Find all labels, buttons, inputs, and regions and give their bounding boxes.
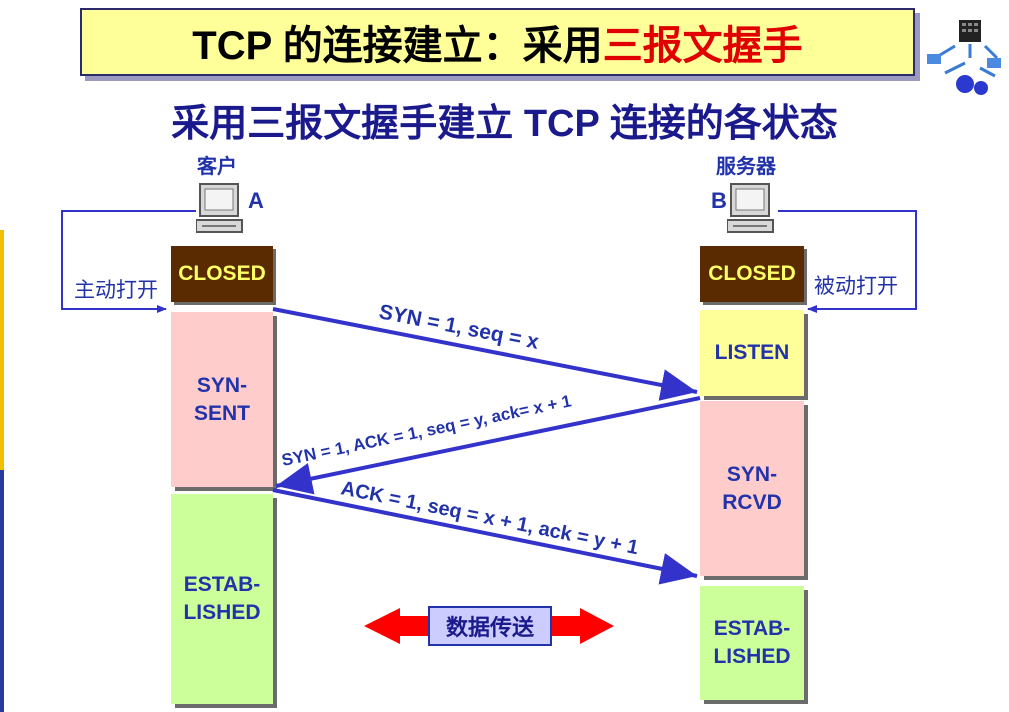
left-accent-bar-lower (0, 470, 4, 712)
network-icon (927, 20, 1001, 95)
ack-arrow (272, 488, 698, 585)
server-state-syn-rcvd: SYN- RCVD (700, 401, 804, 576)
server-host-label: B (711, 188, 727, 213)
server-action-label: 被动打开 (814, 275, 898, 298)
client-state-established: ESTAB- LISHED (171, 494, 273, 704)
syn-arrow (272, 307, 698, 401)
page-title: TCP 的连接建立：采用三报文握手 (80, 8, 915, 76)
server-state-closed: CLOSED (700, 246, 804, 302)
subtitle: 采用三报文握手建立 TCP 连接的各状态 (171, 103, 838, 145)
syn-ack-arrow (275, 396, 701, 495)
server-state-listen: LISTEN (700, 310, 804, 396)
server-role-label: 服务器 (716, 156, 776, 178)
server-computer-icon (727, 183, 774, 233)
client-open-loop (61, 210, 196, 313)
client-state-closed: CLOSED (171, 246, 273, 302)
server-state-established: ESTAB- LISHED (700, 586, 804, 700)
client-computer-icon (196, 183, 243, 233)
ack-label: ACK = 1, seq = x + 1, ack = y + 1 (339, 477, 640, 559)
data-transfer-label: 数据传送 (428, 606, 552, 646)
left-accent-bar (0, 230, 4, 470)
title-highlight: 三报文握手 (602, 24, 803, 68)
client-host-label: A (248, 188, 264, 213)
title-prefix: TCP 的连接建立：采用 (192, 24, 603, 68)
syn-ack-label: SYN = 1, ACK = 1, seq = y, ack= x + 1 (280, 391, 573, 469)
client-action-label: 主动打开 (74, 279, 158, 302)
client-role-label: 客户 (197, 156, 237, 178)
client-state-syn-sent: SYN- SENT (171, 312, 273, 487)
server-open-loop (778, 210, 917, 313)
